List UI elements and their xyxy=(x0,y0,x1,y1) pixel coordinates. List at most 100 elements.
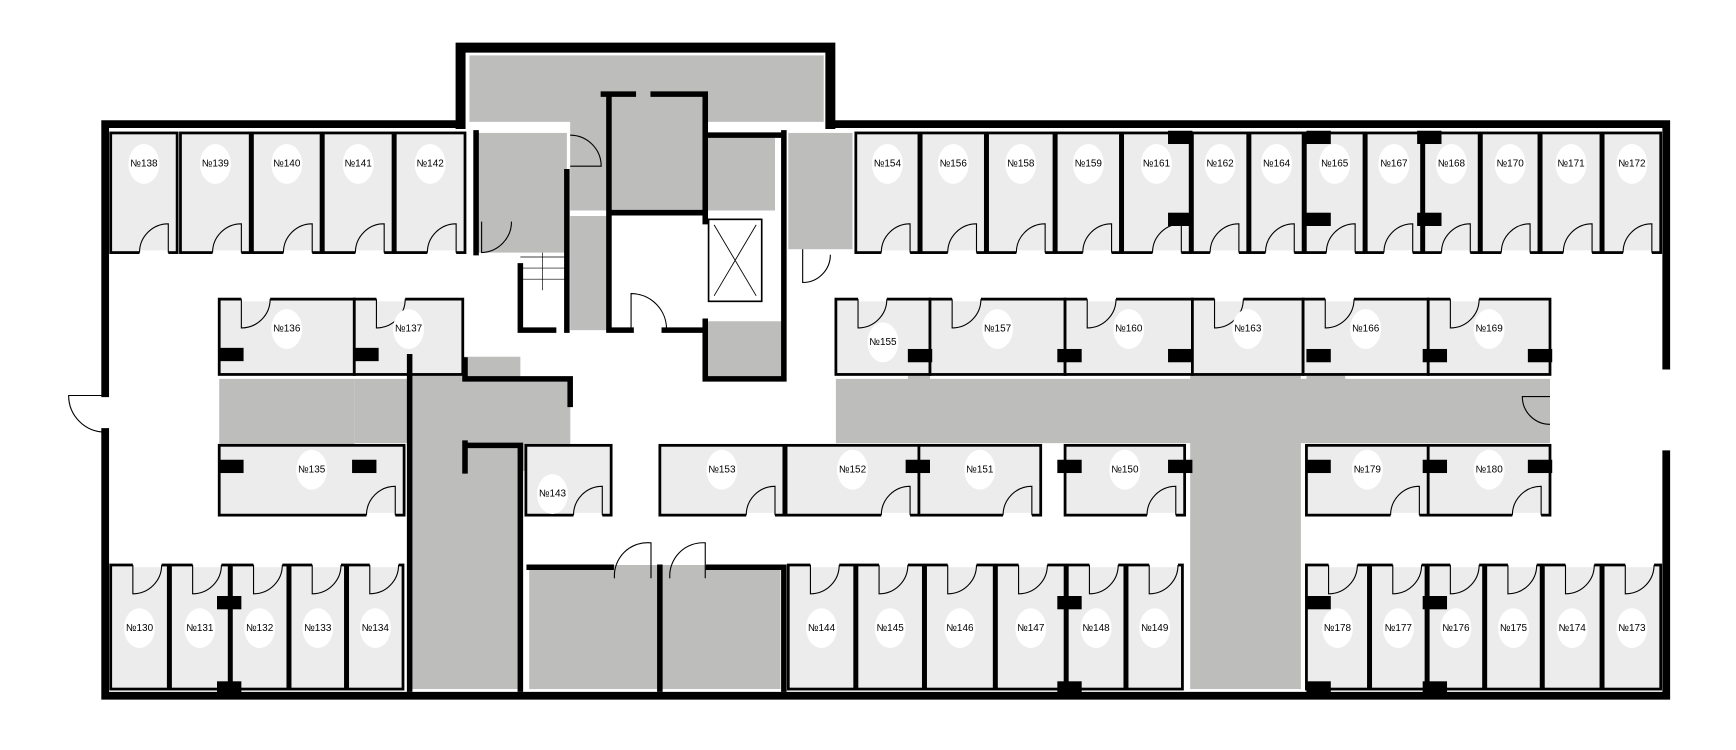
storage-unit[interactable]: №158 xyxy=(986,131,1056,255)
door-icon[interactable] xyxy=(1449,564,1480,595)
door-icon[interactable] xyxy=(745,485,776,516)
storage-unit[interactable]: №141 xyxy=(321,131,395,255)
storage-unit[interactable]: №153 xyxy=(658,443,786,518)
storage-unit[interactable]: №162 xyxy=(1191,131,1250,255)
door-icon[interactable] xyxy=(1562,223,1593,253)
door-icon[interactable] xyxy=(365,485,396,516)
door-icon[interactable] xyxy=(1264,223,1295,253)
door-icon[interactable] xyxy=(1209,223,1240,253)
door-icon[interactable] xyxy=(1500,223,1531,253)
door-icon[interactable] xyxy=(1328,564,1358,595)
storage-unit[interactable]: №174 xyxy=(1541,562,1603,691)
core-door[interactable] xyxy=(802,249,831,284)
storage-unit[interactable]: №177 xyxy=(1369,562,1428,691)
door-icon[interactable] xyxy=(1015,223,1046,253)
door-icon[interactable] xyxy=(1564,564,1595,595)
door-icon[interactable] xyxy=(1002,485,1033,516)
storage-unit[interactable]: №132 xyxy=(230,562,290,691)
core-door[interactable] xyxy=(570,134,602,167)
door-icon[interactable] xyxy=(1325,223,1356,253)
double-door[interactable] xyxy=(613,542,706,579)
door-icon[interactable] xyxy=(1390,485,1420,516)
storage-unit[interactable]: №180 xyxy=(1426,443,1552,518)
door-icon[interactable] xyxy=(282,223,313,253)
door-icon[interactable] xyxy=(1507,564,1538,595)
entrance-door-left[interactable] xyxy=(68,394,106,433)
door-icon[interactable] xyxy=(132,564,163,595)
storage-unit[interactable]: №168 xyxy=(1422,131,1481,255)
storage-unit[interactable]: №140 xyxy=(251,131,323,255)
door-icon[interactable] xyxy=(1148,564,1179,595)
storage-unit[interactable]: №139 xyxy=(179,131,252,255)
storage-unit[interactable]: №130 xyxy=(109,562,170,691)
storage-unit[interactable]: №138 xyxy=(109,131,179,255)
storage-unit[interactable]: №178 xyxy=(1305,562,1370,691)
door-icon[interactable] xyxy=(1088,564,1119,595)
storage-unit[interactable]: №179 xyxy=(1305,443,1430,518)
storage-unit[interactable]: №147 xyxy=(995,562,1067,691)
door-icon[interactable] xyxy=(192,564,222,595)
storage-unit[interactable]: №160 xyxy=(1063,296,1194,376)
storage-unit[interactable]: №133 xyxy=(288,562,347,691)
door-icon[interactable] xyxy=(1511,485,1542,516)
door-icon[interactable] xyxy=(240,299,271,329)
storage-unit[interactable]: №136 xyxy=(217,296,356,376)
door-icon[interactable] xyxy=(857,299,888,329)
storage-unit[interactable]: №173 xyxy=(1601,562,1663,691)
storage-unit[interactable]: №156 xyxy=(919,131,987,255)
storage-unit[interactable]: №155 xyxy=(834,296,932,376)
door-icon[interactable] xyxy=(1146,485,1177,516)
storage-unit[interactable]: №161 xyxy=(1121,131,1192,255)
door-icon[interactable] xyxy=(1440,223,1471,253)
storage-unit[interactable]: №167 xyxy=(1364,131,1423,255)
storage-unit[interactable]: №152 xyxy=(784,443,921,518)
door-icon[interactable] xyxy=(947,223,978,253)
door-icon[interactable] xyxy=(947,564,978,595)
door-icon[interactable] xyxy=(252,564,283,595)
storage-unit[interactable]: №148 xyxy=(1065,562,1127,691)
storage-unit[interactable]: №146 xyxy=(924,562,996,691)
core-door[interactable] xyxy=(630,293,668,331)
storage-unit[interactable]: №149 xyxy=(1125,562,1184,691)
door-icon[interactable] xyxy=(212,223,242,253)
storage-unit[interactable]: №145 xyxy=(855,562,925,691)
storage-unit[interactable]: №150 xyxy=(1063,443,1187,518)
storage-unit[interactable]: №171 xyxy=(1539,131,1603,255)
storage-unit[interactable]: №159 xyxy=(1054,131,1122,255)
door-icon[interactable] xyxy=(1086,299,1117,329)
core-door[interactable] xyxy=(481,221,513,254)
door-icon[interactable] xyxy=(878,564,909,595)
door-icon[interactable] xyxy=(369,564,400,595)
storage-unit[interactable]: №142 xyxy=(393,131,467,255)
storage-unit[interactable]: №135 xyxy=(217,443,406,518)
door-icon[interactable] xyxy=(426,223,457,253)
storage-unit[interactable]: №169 xyxy=(1426,296,1552,376)
storage-unit[interactable]: №166 xyxy=(1301,296,1430,376)
storage-unit[interactable]: №170 xyxy=(1479,131,1541,255)
door-icon[interactable] xyxy=(1324,299,1355,329)
storage-unit[interactable]: №154 xyxy=(854,131,921,255)
storage-unit[interactable]: №144 xyxy=(786,562,857,691)
door-icon[interactable] xyxy=(880,223,911,253)
door-icon[interactable] xyxy=(1392,564,1423,595)
storage-unit[interactable]: №175 xyxy=(1484,562,1543,691)
storage-unit[interactable]: №131 xyxy=(169,562,231,691)
door-icon[interactable] xyxy=(1624,564,1655,595)
storage-unit[interactable]: №165 xyxy=(1303,131,1366,255)
storage-unit[interactable]: №143 xyxy=(524,443,613,518)
door-icon[interactable] xyxy=(138,223,169,253)
door-icon[interactable] xyxy=(809,564,840,595)
door-icon[interactable] xyxy=(1383,223,1414,253)
storage-unit[interactable]: №151 xyxy=(917,443,1043,518)
storage-unit[interactable]: №172 xyxy=(1601,131,1663,255)
door-icon[interactable] xyxy=(1449,299,1480,329)
storage-unit[interactable]: №137 xyxy=(352,296,465,376)
door-icon[interactable] xyxy=(1018,564,1048,595)
door-icon[interactable] xyxy=(880,485,911,516)
door-icon[interactable] xyxy=(951,299,982,329)
storage-unit[interactable]: №134 xyxy=(346,562,405,691)
door-icon[interactable] xyxy=(1622,223,1653,253)
door-icon[interactable] xyxy=(1213,299,1244,329)
storage-unit[interactable]: №164 xyxy=(1248,131,1305,255)
door-icon[interactable] xyxy=(572,485,603,516)
